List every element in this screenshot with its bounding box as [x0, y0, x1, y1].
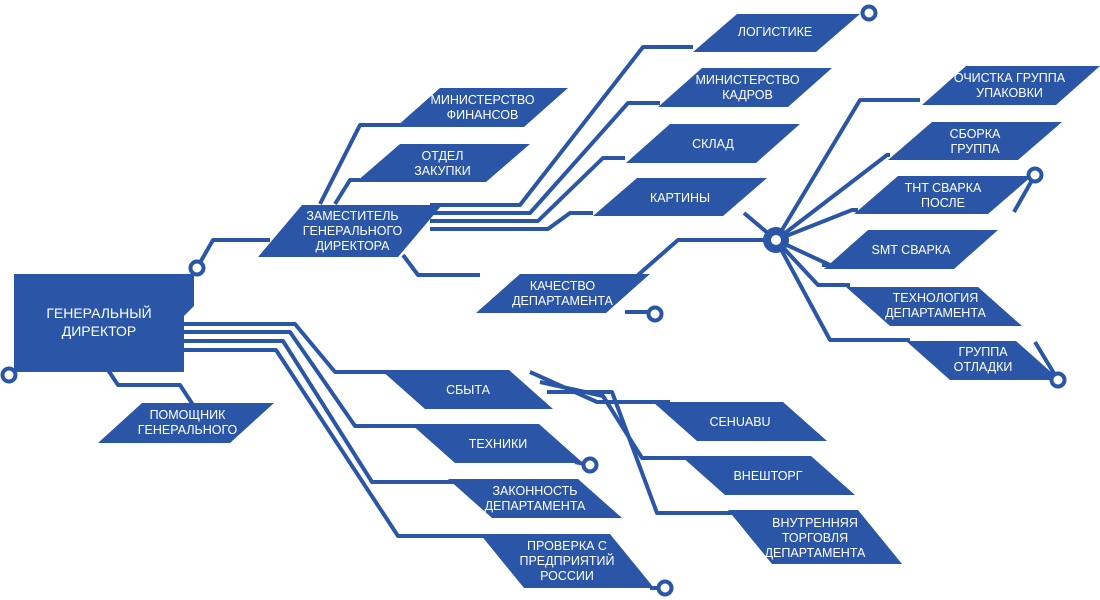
deputy-to-warehouse-line: [430, 156, 625, 223]
hr-node: [658, 68, 832, 107]
hub-to-quality-line: [636, 238, 776, 277]
finance-node: [396, 88, 568, 127]
hub-to-debug-line: [774, 239, 910, 342]
legal-node: [448, 479, 622, 518]
technics-node: [411, 424, 583, 463]
sales-node: [381, 370, 553, 409]
purchasing-node: [356, 144, 530, 182]
connector-ends: [0, 4, 1067, 597]
warehouse-node: [626, 124, 800, 163]
deputy-to-purchasing-line: [333, 178, 360, 206]
debug-end-dot: [1049, 371, 1067, 389]
audit-node: [480, 534, 654, 588]
logistics-node: [693, 14, 860, 52]
deputy-to-hr-line: [430, 101, 660, 215]
technics-end-dot: [581, 456, 599, 474]
sales-to-cehuabu-line: [529, 370, 670, 404]
assembly-node: [888, 122, 1062, 160]
logistics-end-dot: [860, 4, 878, 22]
deputy-node: [258, 205, 442, 257]
root-to-assistant-line: [106, 368, 197, 410]
hub-inner: [771, 235, 781, 245]
sales-to-foreign-trade-line: [539, 380, 697, 460]
deputy-to-quality-line: [401, 253, 480, 277]
tht-end-dot: [1026, 166, 1044, 184]
deputy-to-logistics-line: [430, 45, 693, 207]
hub-to-tht-line: [775, 208, 858, 242]
root-to-sales-line: [160, 322, 395, 374]
domestic-trade-node: [728, 510, 902, 564]
connectors: [106, 45, 1060, 590]
nodes: [14, 14, 1100, 588]
sales-to-domestic-trade-line: [547, 390, 740, 515]
root-to-deputy-line: [195, 238, 270, 269]
root-to-audit-line: [160, 348, 490, 538]
hub-to-cleaning-line: [774, 98, 920, 242]
quality-node: [476, 274, 650, 313]
assistant-node: [98, 403, 274, 443]
tht-node: [854, 176, 1032, 214]
hub-to-assembly-line: [774, 153, 890, 242]
cleaning-node: [922, 66, 1100, 105]
cehuabu-node: [653, 402, 827, 441]
root-to-legal-line: [160, 339, 460, 484]
quality-end-dot: [646, 305, 664, 323]
hub-to-technology-line: [774, 238, 850, 287]
debug-node: [906, 341, 1060, 380]
paintings-node: [593, 178, 767, 216]
audit-end-dot: [656, 579, 674, 597]
deputy-to-finance-line: [318, 123, 400, 205]
smt-node: [824, 230, 998, 269]
foreign-trade-node: [681, 456, 855, 495]
deputy-link-dot: [188, 259, 206, 277]
general-director-node: [14, 274, 194, 372]
technology-node: [846, 287, 1022, 326]
root-to-technics-line: [160, 330, 425, 428]
deputy-to-paintings-line: [430, 211, 593, 231]
root-end-dot: [0, 366, 18, 384]
